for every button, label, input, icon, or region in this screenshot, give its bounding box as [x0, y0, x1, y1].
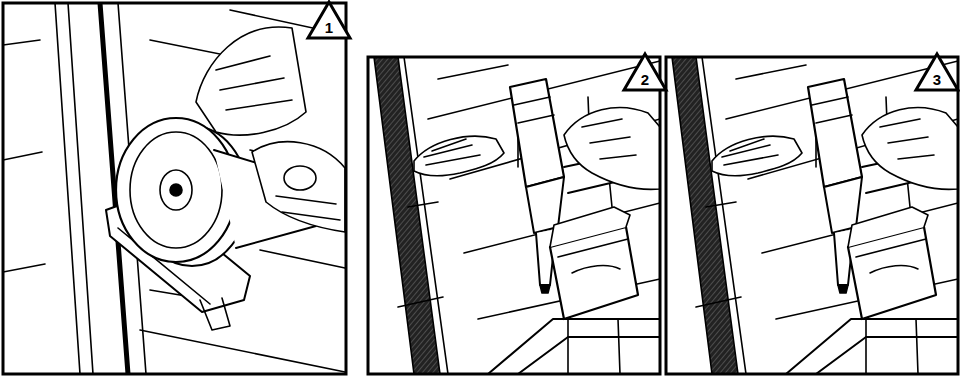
panel-two: [368, 57, 660, 374]
panel-frame: [3, 3, 346, 374]
panel-three: [666, 57, 958, 374]
panel-one: [3, 3, 346, 374]
panel-border: [3, 3, 346, 374]
callout-number: 3: [914, 72, 960, 88]
callout-triangle: 2: [622, 52, 668, 92]
saw-cutting-scene: [3, 3, 345, 374]
callout-triangle: 1: [306, 0, 352, 40]
callout-number: 2: [622, 72, 668, 88]
callout-number: 1: [306, 20, 352, 36]
callout-triangle: 3: [914, 52, 960, 92]
